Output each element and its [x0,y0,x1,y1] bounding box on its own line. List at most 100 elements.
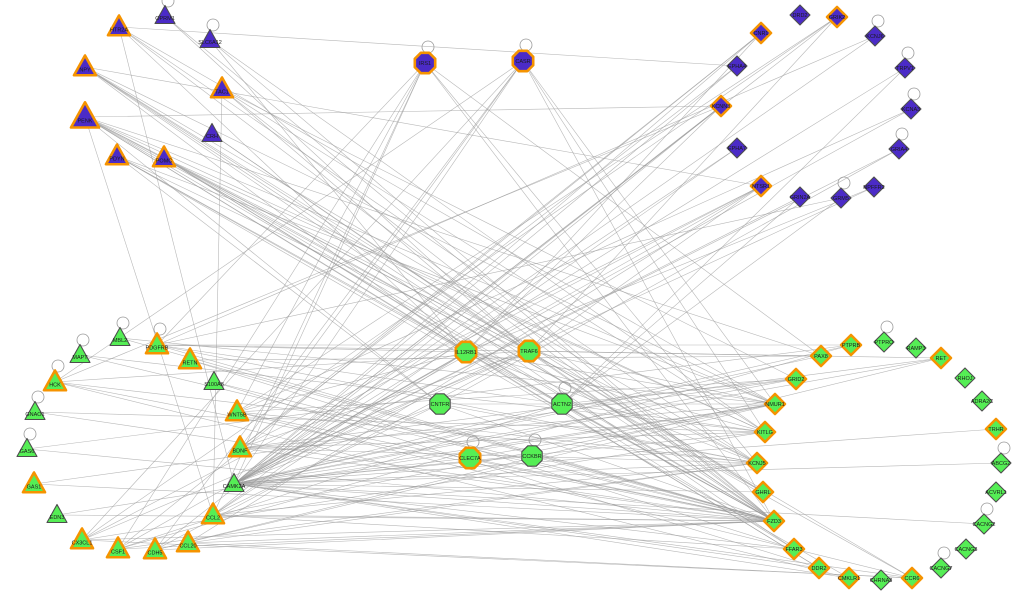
node-ACVRL1[interactable]: ACVRL1 [985,481,1007,503]
node-shape-triangle[interactable] [175,530,201,553]
node-CCR6[interactable]: CCR6 [900,566,924,590]
node-shape-triangle[interactable] [201,122,223,143]
node-shape-diamond[interactable] [873,331,895,353]
node-ABCG2[interactable]: ABCG2 [990,452,1012,474]
node-shape-octagon[interactable] [454,340,478,364]
node-shape-diamond[interactable] [929,346,953,370]
node-shape-diamond[interactable] [870,569,892,591]
node-GRID2[interactable]: GRID2 [784,367,808,391]
node-shape-triangle[interactable] [104,143,130,166]
node-FZD3[interactable]: FZD3 [762,509,786,533]
node-shape-diamond[interactable] [837,566,861,590]
node-shape-triangle[interactable] [223,472,245,493]
node-BDNF[interactable]: BDNF [227,435,253,458]
node-shape-triangle[interactable] [209,76,235,99]
node-GAS1[interactable]: GAS1 [21,471,47,494]
node-shape-diamond[interactable] [749,21,773,45]
node-NPFFR2[interactable]: NPFFR2 [863,176,885,198]
node-shape-diamond[interactable] [753,420,777,444]
node-shape-diamond[interactable] [745,451,769,475]
node-GRM5[interactable]: GRM5 [830,187,852,209]
node-shape-diamond[interactable] [782,537,806,561]
node-shape-diamond[interactable] [973,513,995,535]
node-IL12RB1[interactable]: IL12RB1 [454,340,478,364]
node-shape-octagon[interactable] [517,339,541,363]
node-shape-diamond[interactable] [825,5,849,29]
node-shape-triangle[interactable] [106,14,132,37]
node-EPHA7[interactable]: EPHA7 [726,137,748,159]
node-shape-triangle[interactable] [227,435,253,458]
node-shape-diamond[interactable] [955,538,977,560]
node-ADRA2C[interactable]: ADRA2C [971,390,993,412]
node-shape-triangle[interactable] [203,370,225,391]
node-shape-diamond[interactable] [789,4,811,26]
node-CCL20[interactable]: CCL20 [175,530,201,553]
node-MBL2[interactable]: MBL2 [109,326,131,347]
node-shape-octagon[interactable] [551,393,573,415]
node-RHOJ[interactable]: RHOJ [954,367,976,389]
node-CLEC7A[interactable]: CLEC7A [458,446,482,470]
node-shape-triangle[interactable] [69,527,95,550]
node-shape-triangle[interactable] [200,502,226,525]
node-CMKLR1[interactable]: CMKLR1 [837,566,861,590]
node-shape-triangle[interactable] [199,28,221,49]
node-shape-diamond[interactable] [954,367,976,389]
node-CACNG2[interactable]: CACNG2 [973,513,996,535]
node-shape-diamond[interactable] [990,452,1012,474]
node-CCKBR[interactable]: CCKBR [521,445,543,467]
node-HTR2A[interactable]: HTR2A [106,14,132,37]
node-GHRL[interactable]: GHRL [751,480,775,504]
node-shape-diamond[interactable] [839,333,863,357]
node-IRS1[interactable]: IRS1 [413,51,437,75]
node-shape-octagon[interactable] [458,446,482,470]
node-shape-diamond[interactable] [726,55,748,77]
node-shape-diamond[interactable] [971,390,993,412]
node-RAMP3[interactable]: RAMP3 [905,337,927,359]
node-PTPRO[interactable]: PTPRO [873,331,895,353]
node-shape-octagon[interactable] [521,445,543,467]
node-GRIK2[interactable]: GRIK2 [825,5,849,29]
node-shape-triangle[interactable] [154,4,176,25]
node-shape-diamond[interactable] [894,57,916,79]
node-KCNA3[interactable]: KCNA3 [900,98,922,120]
node-PTPRB[interactable]: PTPRB [839,333,863,357]
node-shape-triangle[interactable] [142,537,168,560]
node-KITLG[interactable]: KITLG [753,420,777,444]
node-CSF1[interactable]: CSF1 [105,536,131,559]
node-shape-triangle[interactable] [69,343,91,364]
node-shape-diamond[interactable] [809,344,833,368]
node-shape-diamond[interactable] [984,417,1008,441]
node-shape-diamond[interactable] [762,509,786,533]
node-DDR2[interactable]: DDR2 [807,556,831,580]
node-shape-diamond[interactable] [900,566,924,590]
node-CHRNA3[interactable]: CHRNA3 [870,569,893,591]
node-PAX8[interactable]: PAX8 [809,344,833,368]
node-S100A8[interactable]: S100A8 [203,370,225,391]
node-CACNG7[interactable]: CACNG7 [930,557,953,579]
node-shape-diamond[interactable] [807,556,831,580]
node-RET[interactable]: RET [929,346,953,370]
node-GNAO1[interactable]: GNAO1 [24,400,46,421]
node-NTSR1[interactable]: NTSR1 [749,174,773,198]
node-CASR[interactable]: CASR [511,49,535,73]
node-shape-diamond[interactable] [888,138,910,160]
node-shape-diamond[interactable] [763,392,787,416]
node-TRHR[interactable]: TRHR [984,417,1008,441]
node-EPHA4[interactable]: EPHA4 [726,55,748,77]
node-ACTN2[interactable]: ACTN2 [551,393,573,415]
node-GRIA4[interactable]: GRIA4 [888,138,910,160]
node-shape-triangle[interactable] [224,399,250,422]
node-shape-octagon[interactable] [511,49,535,73]
node-shape-triangle[interactable] [72,54,98,77]
node-shape-diamond[interactable] [784,367,808,391]
node-shape-diamond[interactable] [789,186,811,208]
node-GRIN2A[interactable]: GRIN2A [789,186,811,208]
node-shape-diamond[interactable] [863,176,885,198]
node-shape-diamond[interactable] [864,25,886,47]
node-MAPT[interactable]: MAPT [69,343,91,364]
node-shape-diamond[interactable] [726,137,748,159]
node-shape-diamond[interactable] [905,337,927,359]
node-CNTFR[interactable]: CNTFR [429,393,451,415]
node-shape-triangle[interactable] [105,536,131,559]
